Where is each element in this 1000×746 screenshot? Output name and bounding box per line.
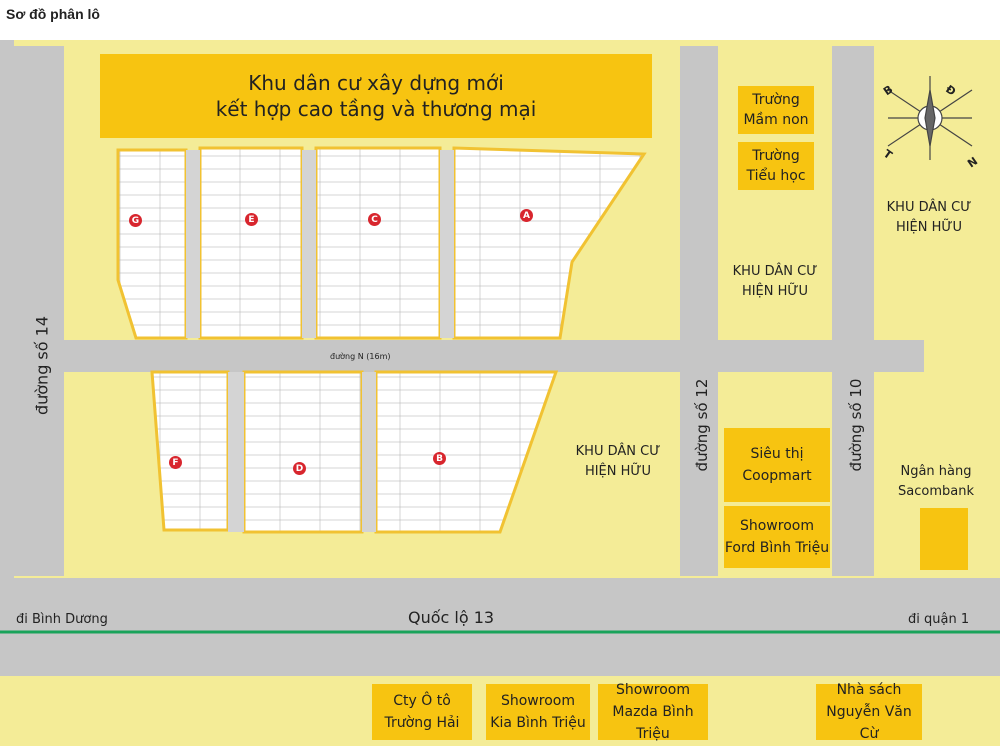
block-d (242, 370, 364, 534)
compass-rose (887, 76, 973, 160)
road-label-duong-n: đường N (16m) (330, 352, 391, 361)
street-n1 (186, 150, 200, 338)
existing-residential-right: KHU DÂN CƯ HIỆN HỮU (886, 200, 972, 235)
road-label-duong-14: đường số 14 (32, 315, 52, 416)
kindergarten-building: Trường Mầm non (738, 86, 814, 134)
existing-residential-mid: KHU DÂN CƯ HIỆN HỮU (732, 264, 818, 299)
primary-school-building: Trường Tiểu học (738, 142, 814, 190)
road-label-duong-12: đường số 12 (693, 378, 711, 472)
page-title: Sơ đồ phân lô (6, 6, 100, 22)
internal-streets (186, 150, 454, 532)
bookstore-building: Nhà sách Nguyễn Văn Cừ (816, 682, 922, 742)
block-f (150, 370, 230, 532)
street-n3 (302, 150, 316, 338)
street-n2 (228, 372, 244, 532)
block-marker-b[interactable]: B (433, 452, 446, 465)
street-n5 (440, 150, 454, 338)
road-label-quoc-lo-13: Quốc lộ 13 (408, 608, 495, 627)
sacombank-label: Ngân hàng Sacombank (898, 464, 974, 499)
mazda-showroom-building: Showroom Mazda Bình Triệu (598, 682, 708, 742)
road-label-duong-10: đường số 10 (847, 378, 865, 472)
road-label-quan-1: đi quận 1 (908, 612, 970, 627)
block-e (198, 146, 304, 340)
sacombank-building (920, 508, 968, 570)
road-duong-n (64, 340, 924, 372)
block-marker-c[interactable]: C (368, 213, 381, 226)
roads (0, 40, 1000, 676)
ford-showroom-building: Showroom Ford Bình Triệu (724, 506, 830, 568)
block-g (116, 148, 188, 340)
block-marker-e[interactable]: E (245, 213, 258, 226)
road-duong-10 (832, 46, 874, 576)
block-marker-d[interactable]: D (293, 462, 306, 475)
block-c (314, 146, 442, 340)
existing-residential-lower: KHU DÂN CƯ HIỆN HỮU (575, 444, 661, 479)
road-edge-left (0, 40, 14, 578)
truong-hai-building: Cty Ô tô Trường Hải (372, 684, 472, 740)
road-duong-12 (680, 46, 718, 576)
road-label-binh-duong: đi Bình Dương (16, 612, 108, 627)
new-residential-zone: Khu dân cư xây dựng mới kết hợp cao tầng… (100, 54, 652, 138)
block-marker-a[interactable]: A (520, 209, 533, 222)
block-marker-g[interactable]: G (129, 214, 142, 227)
road-duong-14 (14, 46, 64, 576)
street-n4 (362, 372, 376, 532)
road-quoc-lo-13 (0, 578, 1000, 676)
kia-showroom-building: Showroom Kia Bình Triệu (486, 684, 590, 740)
block-marker-f[interactable]: F (169, 456, 182, 469)
coopmart-building: Siêu thị Coopmart (724, 428, 830, 502)
